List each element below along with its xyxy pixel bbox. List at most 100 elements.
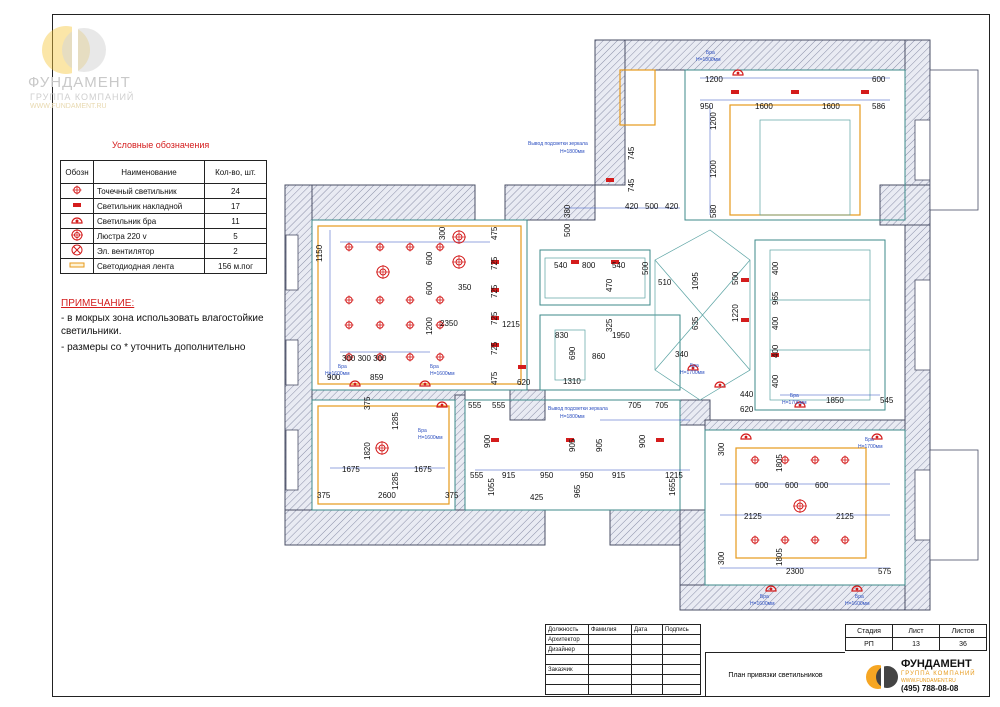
legend-row: Эл. вентилятор 2 [60,243,267,259]
svg-text:375: 375 [445,491,459,500]
drawing-title: План привязки светильников [705,652,845,697]
svg-text:375: 375 [317,491,331,500]
svg-text:859: 859 [370,373,384,382]
legend-header-qty: Кол-во, шт. [204,160,267,184]
svg-text:380: 380 [563,204,572,218]
svg-text:620: 620 [740,405,754,414]
stamp-logo-icon [866,663,898,691]
svg-text:400: 400 [771,374,780,388]
sheet-value: РП [845,637,893,651]
svg-text:600: 600 [425,251,434,265]
svg-text:500: 500 [563,223,572,237]
svg-text:Н=1600мм: Н=1600мм [845,601,870,607]
sheet-value: 13 [892,637,940,651]
svg-text:555: 555 [470,471,484,480]
svg-text:600: 600 [425,281,434,295]
svg-text:300 300 300: 300 300 300 [342,354,387,363]
legend-row-qty: 156 м.пог [204,258,267,274]
svg-text:900: 900 [638,434,647,448]
svg-text:2300: 2300 [786,567,804,576]
svg-text:Н=1700мм: Н=1700мм [858,444,883,450]
fan-icon [71,244,83,256]
svg-text:Бра: Бра [418,428,427,434]
svg-text:Вывод подсветки зеркала: Вывод подсветки зеркала [548,406,608,412]
svg-text:1285: 1285 [391,472,400,490]
legend-row-name: Светодиодная лента [93,258,205,274]
svg-text:705: 705 [655,401,669,410]
svg-text:905: 905 [568,438,577,452]
stamp-company-sub: ГРУППА КОМПАНИЙ [901,671,976,677]
svg-text:1220: 1220 [731,304,740,322]
svg-text:725: 725 [490,311,499,325]
svg-text:340: 340 [675,350,689,359]
svg-text:600: 600 [755,481,769,490]
sheet-header: Листов [939,624,987,638]
sheet-header: Стадия [845,624,893,638]
svg-text:475: 475 [490,371,499,385]
svg-text:Бра: Бра [338,364,347,370]
svg-text:830: 830 [555,331,569,340]
stamp-header: Должность [545,624,589,635]
stamp-logo: ФУНДАМЕНТ ГРУППА КОМПАНИЙ WWW.FUNDAMENT.… [863,658,990,696]
svg-text:Н=1700мм: Н=1700мм [680,370,705,376]
svg-text:Н=1600мм: Н=1600мм [750,601,775,607]
svg-text:1200: 1200 [709,112,718,130]
svg-text:1310: 1310 [563,377,581,386]
svg-text:2600: 2600 [378,491,396,500]
stamp-phone: (495) 788-08-08 [901,684,959,693]
svg-text:725: 725 [490,256,499,270]
svg-text:510: 510 [658,278,672,287]
svg-text:745: 745 [627,146,636,160]
svg-text:725: 725 [490,284,499,298]
legend-row: Светильник бра 11 [60,213,267,229]
svg-text:690: 690 [568,346,577,360]
room-outlines [311,69,906,586]
svg-text:Бра: Бра [865,437,874,443]
sconce-icon [71,217,83,224]
svg-text:1285: 1285 [391,412,400,430]
svg-text:Н=1600мм: Н=1600мм [430,371,455,377]
logo-name: ФУНДАМЕНТ [28,74,131,91]
stamp-role: Архитектор [545,634,589,645]
svg-text:Бра: Бра [706,50,715,56]
legend-title: Условные обозначения [112,140,210,150]
svg-text:420: 420 [665,202,679,211]
svg-text:2125: 2125 [836,512,854,521]
legend-table: Обозн Наименование Кол-во, шт. Точечный … [60,160,267,274]
svg-text:1805: 1805 [775,548,784,566]
svg-text:900: 900 [483,434,492,448]
svg-text:400: 400 [771,316,780,330]
windows [285,69,979,561]
svg-text:1675: 1675 [342,465,360,474]
svg-text:Н=1600мм: Н=1600мм [325,371,350,377]
svg-text:950: 950 [540,471,554,480]
legend-header-row: Обозн Наименование Кол-во, шт. [60,160,267,184]
svg-text:1200: 1200 [709,160,718,178]
svg-text:470: 470 [605,278,614,292]
company-logo: ФУНДАМЕНТ ГРУППА КОМПАНИЙ WWW.FUNDAMENT.… [28,22,138,117]
logo-mark-icon [42,26,106,74]
svg-text:1950: 1950 [612,331,630,340]
chandelier-icon [71,229,83,241]
svg-text:Бра: Бра [430,364,439,370]
svg-text:425: 425 [530,493,544,502]
svg-text:420: 420 [625,202,639,211]
svg-text:Бра: Бра [690,363,699,369]
sheet-value: 36 [939,637,987,651]
svg-text:540: 540 [554,261,568,270]
svg-text:635: 635 [691,316,700,330]
svg-text:400: 400 [771,344,780,358]
svg-text:1655: 1655 [668,478,677,496]
stamp-company-url: WWW.FUNDAMENT.RU [901,678,956,684]
svg-text:620: 620 [517,378,531,387]
title-block: Должность Фамилия Дата Подпись Архитекто… [545,624,990,697]
svg-text:1675: 1675 [414,465,432,474]
fixture-notes: Вывод подсветки зеркала Н=1800мм Вывод п… [325,50,883,607]
surface-light-icon [73,203,81,207]
sheet-info-table: Стадия Лист Листов РП 13 36 [845,624,987,651]
note-line: светильники. [61,326,122,337]
svg-text:325: 325 [605,318,614,332]
svg-text:705: 705 [628,401,642,410]
svg-text:540: 540 [612,261,626,270]
svg-text:745: 745 [627,178,636,192]
